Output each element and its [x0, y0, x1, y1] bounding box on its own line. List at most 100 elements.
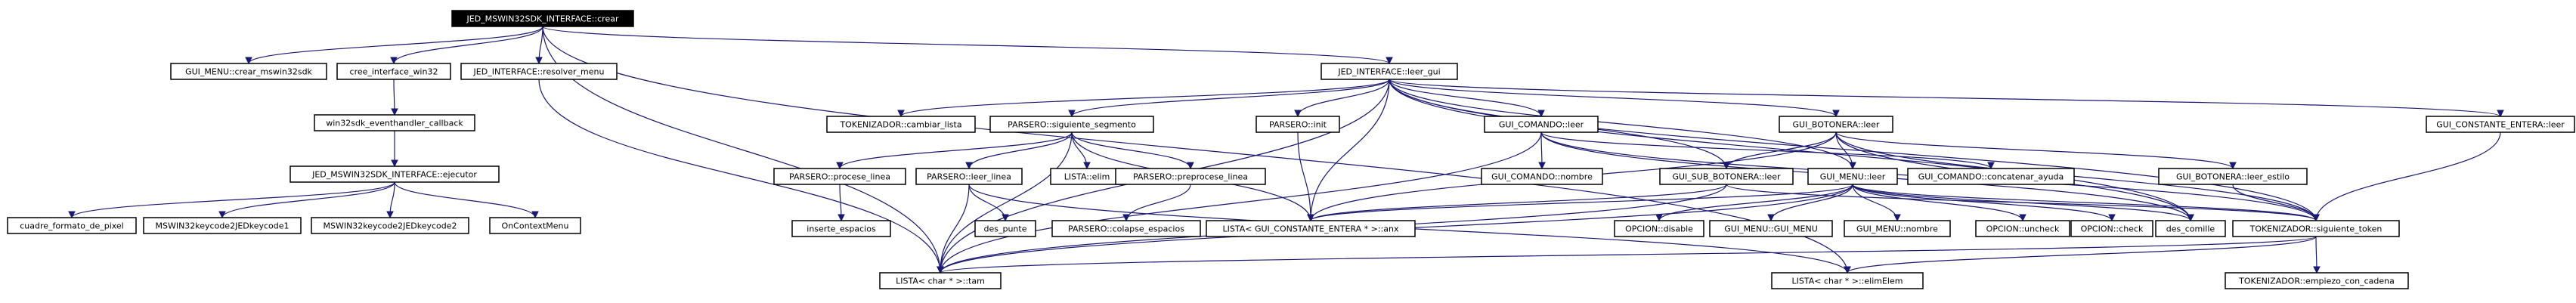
node-gui-menu-leer[interactable]: GUI_MENU::leer	[1807, 168, 1898, 185]
node-gui-comando-leer[interactable]: GUI_COMANDO::leer	[1484, 116, 1599, 133]
edge-gui-botonera-leer-to-leer-estilo	[1835, 131, 2234, 169]
edge-leer-gui-to-gui-comando-leer	[1389, 79, 1542, 117]
node-gui-comando-nombre[interactable]: GUI_COMANDO::nombre	[1481, 168, 1603, 185]
node-label: MSWIN32keycode2JEDkeycode1	[155, 221, 289, 231]
node-gui-menu-nombre[interactable]: GUI_MENU::nombre	[1844, 220, 1951, 237]
edge-arrowhead	[1723, 162, 1730, 170]
node-box	[989, 116, 1154, 133]
node-ejecutor[interactable]: JED_MSWIN32SDK_INTERFACE::ejecutor	[289, 165, 500, 183]
node-leer-estilo[interactable]: GUI_BOTONERA::leer_estilo	[2158, 168, 2308, 185]
node-label: TOKENIZADOR::siguiente_token	[2249, 224, 2382, 234]
edge-arrowhead	[391, 159, 398, 168]
node-box	[1614, 220, 1704, 237]
edge-arrowhead	[897, 110, 905, 118]
node-preprocese-linea[interactable]: PARSERO::preprocese_linea	[1115, 168, 1266, 185]
node-siguiente-segmento[interactable]: PARSERO::siguiente_segmento	[989, 116, 1154, 133]
node-label: GUI_CONSTANTE_ENTERA::leer	[2436, 120, 2565, 130]
node-opcion-uncheck[interactable]: OPCION::uncheck	[1975, 220, 2070, 237]
node-inserte-espacios[interactable]: inserte_espacios	[791, 220, 891, 237]
node-label: GUI_MENU::nombre	[1856, 224, 1938, 234]
node-box	[2070, 220, 2153, 237]
node-leer-linea[interactable]: PARSERO::leer_linea	[915, 168, 1023, 185]
node-procese-linea[interactable]: PARSERO::procese_linea	[773, 168, 906, 185]
node-parsero-init[interactable]: PARSERO::init	[1255, 116, 1340, 133]
node-opcion-check[interactable]: OPCION::check	[2070, 220, 2153, 237]
edge-parsero-init-to-lista-anx	[1297, 131, 1311, 221]
edge-siguiente-segmento-to-preprocese-linea	[1071, 131, 1191, 169]
edge-gui-menu-leer-to-siguiente-token	[1852, 184, 2317, 221]
edge-arrowhead	[836, 162, 844, 170]
node-label: OPCION::uncheck	[1986, 224, 2060, 234]
node-lista-char-tam[interactable]: LISTA< char * >::tam	[879, 272, 1002, 289]
edge-arrowhead	[1307, 214, 1314, 222]
edge-siguiente-segmento-to-leer-linea	[968, 131, 1073, 169]
node-lista-elim[interactable]: LISTA::elim	[1050, 168, 1124, 185]
node-label: JED_MSWIN32SDK_INTERFACE::crear	[466, 14, 619, 24]
node-box	[311, 217, 469, 234]
node-gui-botonera-leer[interactable]: GUI_BOTONERA::leer	[1779, 116, 1893, 133]
edge-arrowhead	[1987, 162, 1995, 170]
edge-arrowhead	[1832, 110, 1840, 118]
node-box	[1771, 272, 1924, 289]
node-box	[2426, 116, 2575, 133]
node-lista-char-elim[interactable]: LISTA< char * >::elimElem	[1771, 272, 1924, 289]
edge-leer-linea-to-lista-char-tam	[940, 184, 970, 274]
node-des-comille[interactable]: des_comille	[2155, 220, 2226, 237]
node-leer-gui[interactable]: JED_INTERFACE::leer_gui	[1321, 63, 1458, 80]
node-eventhandler[interactable]: win32sdk_eventhandler_callback	[314, 114, 475, 131]
edge-leer-gui-to-siguiente-segmento	[1071, 79, 1390, 117]
edge-gui-menu-leer-to-gui-menu-gui-menu	[1770, 184, 1853, 221]
node-label: PARSERO::leer_linea	[927, 172, 1011, 182]
edge-arrowhead	[1083, 162, 1091, 170]
node-box	[2158, 168, 2308, 185]
node-label: PARSERO::colapse_espacios	[1068, 224, 1184, 234]
edge-arrowhead	[1002, 214, 1009, 222]
node-label: PARSERO::siguiente_segmento	[1008, 120, 1136, 130]
node-empiezo-cadena[interactable]: TOKENIZADOR::empiezo_con_cadena	[2225, 272, 2409, 289]
node-siguiente-token[interactable]: TOKENIZADOR::siguiente_token	[2232, 220, 2400, 237]
node-box	[2225, 272, 2409, 289]
node-box	[1321, 63, 1458, 80]
edge-arrowhead	[1122, 214, 1130, 222]
node-oncontext[interactable]: OnContextMenu	[489, 217, 581, 234]
edge-arrowhead	[2497, 110, 2504, 118]
edge-gui-menu-leer-to-lista-anx	[1310, 184, 1853, 221]
node-label: LISTA< char * >::tam	[896, 277, 985, 286]
edge-arrowhead	[1068, 110, 1076, 118]
node-cree-interface[interactable]: cree_interface_win32	[336, 63, 451, 80]
node-cambiar-lista[interactable]: TOKENIZADOR::cambiar_lista	[826, 116, 976, 133]
node-box	[1807, 168, 1898, 185]
node-label: GUI_BOTONERA::leer_estilo	[2176, 172, 2290, 182]
node-lista-anx[interactable]: LISTA< GUI_CONSTANTE_ENTERA * >::anx	[1206, 220, 1416, 237]
node-resolver-menu[interactable]: JED_INTERFACE::resolver_menu	[460, 63, 618, 80]
edge-resolver-menu-to-lista-char-tam	[538, 79, 941, 274]
edge-arrowhead	[245, 57, 252, 65]
edge-arrowhead	[218, 211, 226, 219]
edge-gui-botonera-leer-to-sub-botonera-leer	[1726, 131, 1837, 169]
node-des-punte[interactable]: des_punte	[974, 220, 1036, 237]
edge-arrowhead	[386, 211, 394, 219]
nodes-layer: JED_MSWIN32SDK_INTERFACE::crearGUI_MENU:…	[7, 10, 2575, 289]
node-gui-menu-gui-menu[interactable]: GUI_MENU::GUI_MENU	[1709, 220, 1833, 237]
edge-gui-botonera-leer-to-siguiente-token	[1835, 131, 2317, 221]
edge-arrowhead	[531, 211, 539, 219]
node-gui-menu-crear[interactable]: GUI_MENU::crear_mswin32sdk	[170, 63, 327, 80]
edge-siguiente-segmento-to-procese-linea	[839, 131, 1073, 169]
node-keycode1[interactable]: MSWIN32keycode2JEDkeycode1	[143, 217, 302, 234]
node-colapse-espacios[interactable]: PARSERO::colapse_espacios	[1051, 220, 1201, 237]
node-cuadre[interactable]: cuadre_formato_de_pixel	[7, 217, 137, 234]
node-label: PARSERO::preprocese_linea	[1133, 172, 1248, 182]
node-gui-const-entera-leer[interactable]: GUI_CONSTANTE_ENTERA::leer	[2426, 116, 2575, 133]
node-box	[1709, 220, 1833, 237]
node-label: LISTA::elim	[1064, 172, 1110, 182]
node-opcion-disable[interactable]: OPCION::disable	[1614, 220, 1704, 237]
node-box	[1907, 168, 2075, 185]
node-keycode2[interactable]: MSWIN32keycode2JEDkeycode2	[311, 217, 469, 234]
node-concatenar-ayuda[interactable]: GUI_COMANDO::concatenar_ayuda	[1907, 168, 2075, 185]
node-box	[826, 116, 976, 133]
node-crear[interactable]: JED_MSWIN32SDK_INTERFACE::crear	[451, 10, 634, 27]
node-label: OPCION::disable	[1625, 224, 1693, 234]
edge-leer-estilo-to-siguiente-token	[2232, 184, 2317, 221]
node-sub-botonera-leer[interactable]: GUI_SUB_BOTONERA::leer	[1659, 168, 1794, 185]
